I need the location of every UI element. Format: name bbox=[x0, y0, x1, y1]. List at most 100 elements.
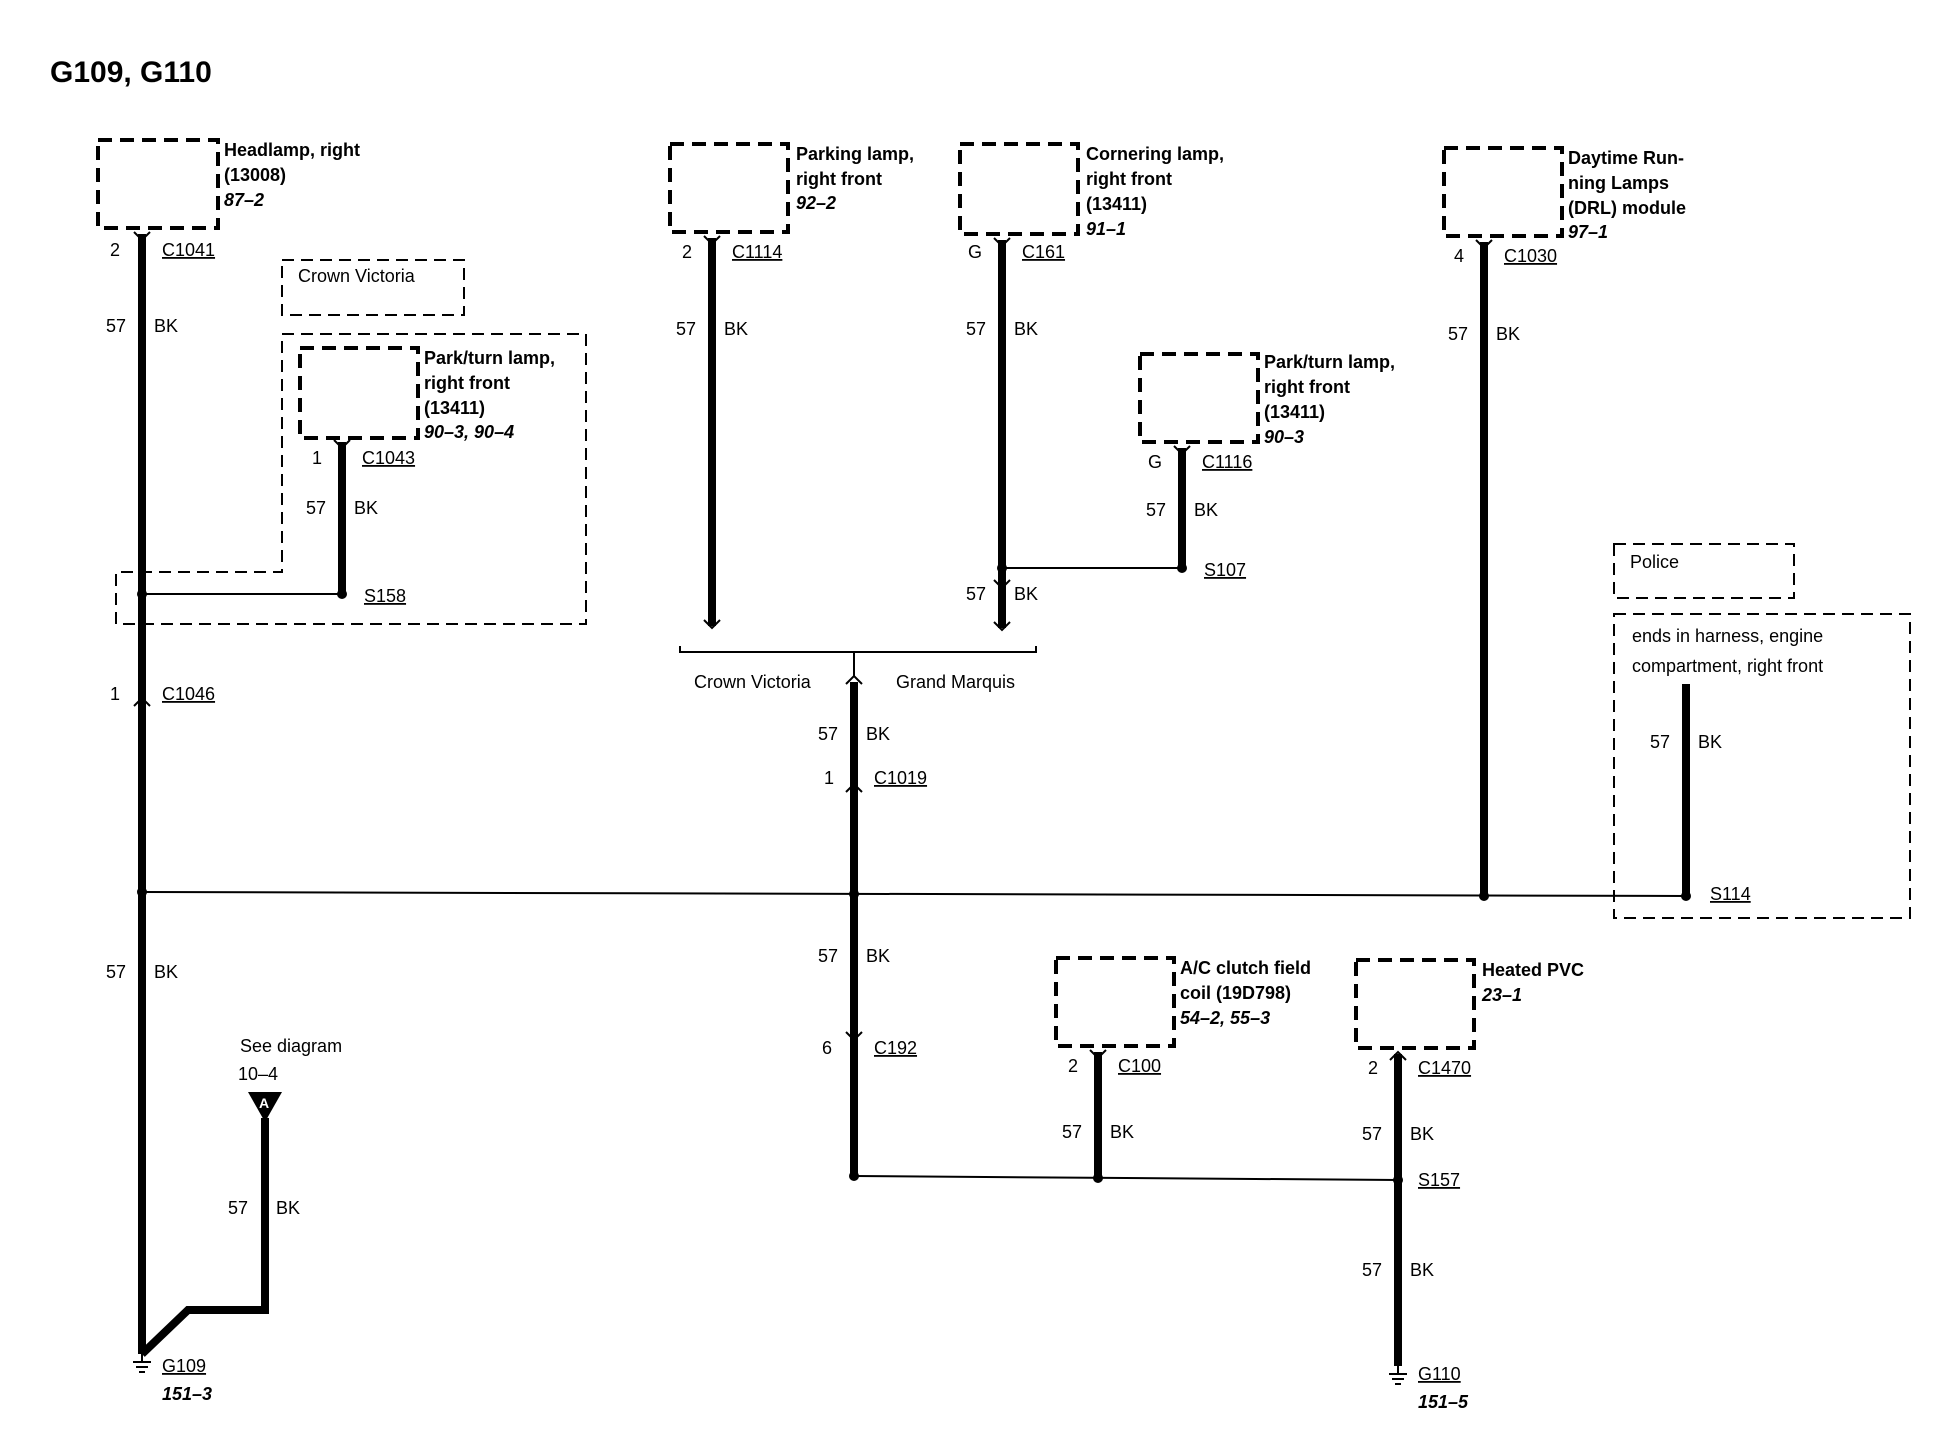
police-note-line2: compartment, right front bbox=[1632, 656, 1823, 676]
wire-color-label: BK bbox=[1698, 732, 1722, 752]
inline-connector-c192-marker bbox=[845, 1031, 863, 1042]
wire-color-label: BK bbox=[276, 1198, 300, 1218]
drl-module: Daytime Run- ning Lamps (DRL) module 97–… bbox=[1442, 146, 1686, 266]
wire-color-label: BK bbox=[1410, 1260, 1434, 1280]
pin-c161-marker bbox=[993, 237, 1011, 248]
connector-c1041: C1041 bbox=[162, 240, 215, 260]
park-turn-gm-box bbox=[1138, 352, 1260, 444]
ac-clutch-name: A/C clutch field bbox=[1180, 958, 1311, 978]
park-turn-cv-location: right front bbox=[424, 373, 510, 393]
wire-gauge-label: 57 bbox=[966, 584, 986, 604]
ac-clutch-ref: 54–2, 55–3 bbox=[1180, 1008, 1270, 1028]
splice-s107-dot bbox=[1177, 563, 1187, 573]
heated-pvc-ref: 23–1 bbox=[1481, 985, 1522, 1005]
splice-s158: S158 bbox=[364, 586, 406, 606]
connector-c161: C161 bbox=[1022, 242, 1065, 262]
inline-connector-c1019: C1019 bbox=[874, 768, 927, 788]
pin-c1041-marker bbox=[133, 231, 151, 242]
drl-name-3: (DRL) module bbox=[1568, 198, 1686, 218]
ground-g109-name: G109 bbox=[162, 1356, 206, 1376]
headlamp-ref: 87–2 bbox=[224, 190, 264, 210]
ac-clutch-part-number: coil (19D798) bbox=[1180, 983, 1291, 1003]
wire-gauge-label: 57 bbox=[1146, 500, 1166, 520]
ground-g110: G110 151–5 bbox=[1389, 1364, 1469, 1412]
pin-marker bbox=[845, 674, 863, 685]
headlamp-name: Headlamp, right bbox=[224, 140, 360, 160]
wire-gauge-label: 57 bbox=[818, 724, 838, 744]
splice-s157: S157 bbox=[1418, 1170, 1460, 1190]
connector-c1030: C1030 bbox=[1504, 246, 1557, 266]
wire-gauge-label: 57 bbox=[676, 319, 696, 339]
wire-color-label: BK bbox=[1410, 1124, 1434, 1144]
option-crown-victoria-left: Crown Victoria bbox=[298, 266, 416, 286]
c192-pin: 6 bbox=[822, 1038, 832, 1058]
splice-s157-dot bbox=[1393, 1175, 1403, 1185]
pin-marker bbox=[993, 621, 1011, 632]
headlamp-pin: 2 bbox=[110, 240, 120, 260]
wire-color-label: BK bbox=[1194, 500, 1218, 520]
wire-color-label: BK bbox=[354, 498, 378, 518]
wire-s157-branch bbox=[853, 1175, 1399, 1181]
pin-c1114-marker bbox=[703, 235, 721, 246]
inline-connector-c1046-marker bbox=[133, 696, 151, 707]
ground-g109: G109 151–3 bbox=[133, 1354, 212, 1404]
option-region-police bbox=[1613, 613, 1911, 919]
wire-diagram-a-to-g109 bbox=[139, 1118, 269, 1357]
drl-pin: 4 bbox=[1454, 246, 1464, 266]
park-turn-cv-pin: 1 bbox=[312, 448, 322, 468]
drl-name-2: ning Lamps bbox=[1568, 173, 1669, 193]
park-turn-cv-ref: 90–3, 90–4 bbox=[424, 422, 514, 442]
cornering-lamp-ref: 91–1 bbox=[1086, 219, 1126, 239]
wire-color-label: BK bbox=[1014, 584, 1038, 604]
drl-box bbox=[1442, 146, 1564, 238]
option-bracket bbox=[679, 646, 1037, 653]
pin-marker bbox=[993, 579, 1011, 590]
wire-gauge-label: 57 bbox=[1362, 1124, 1382, 1144]
pin-c1043-marker bbox=[333, 439, 351, 450]
wire-color-label: BK bbox=[1014, 319, 1038, 339]
wire-color-label: BK bbox=[866, 724, 890, 744]
junction-dot bbox=[997, 563, 1007, 573]
wire-gauge-label: 57 bbox=[228, 1198, 248, 1218]
splice-s114-dot bbox=[1681, 891, 1691, 901]
wire-color-label: BK bbox=[724, 319, 748, 339]
ac-clutch-pin: 2 bbox=[1068, 1056, 1078, 1076]
wire-gauge-label: 57 bbox=[818, 946, 838, 966]
park-turn-lamp-cv: Park/turn lamp, right front (13411) 90–3… bbox=[298, 346, 555, 468]
parking-lamp-location: right front bbox=[796, 169, 882, 189]
wire-color-label: BK bbox=[154, 962, 178, 982]
park-turn-gm-location: right front bbox=[1264, 377, 1350, 397]
ground-g109-ref: 151–3 bbox=[162, 1384, 212, 1404]
c1046-pin: 1 bbox=[110, 684, 120, 704]
cornering-lamp-box bbox=[958, 142, 1080, 236]
option-region-crown-victoria bbox=[115, 333, 587, 625]
wire-color-label: BK bbox=[1496, 324, 1520, 344]
offpage-reference-a-icon bbox=[248, 1092, 282, 1122]
option-label-box-crown-victoria bbox=[281, 259, 465, 316]
pin-c1470-marker bbox=[1389, 1050, 1407, 1061]
police-note-line1: ends in harness, engine bbox=[1632, 626, 1823, 646]
wire-gauge-label: 57 bbox=[1062, 1122, 1082, 1142]
cornering-lamp-part-number: (13411) bbox=[1086, 194, 1147, 214]
wire-gauge-label: 57 bbox=[1650, 732, 1670, 752]
wire-gauge-label: 57 bbox=[1362, 1260, 1382, 1280]
pin-marker bbox=[703, 619, 721, 630]
wire-gauge-label: 57 bbox=[1448, 324, 1468, 344]
parking-lamp-box bbox=[668, 142, 790, 234]
heated-pvc-box bbox=[1354, 958, 1476, 1050]
wire-ground-bus bbox=[141, 891, 1687, 897]
park-turn-cv-box bbox=[298, 346, 420, 440]
connector-c100: C100 bbox=[1118, 1056, 1161, 1076]
cornering-lamp-right-front: Cornering lamp, right front (13411) 91–1… bbox=[958, 142, 1224, 262]
headlamp-right: Headlamp, right (13008) 87–2 2 C1041 bbox=[96, 138, 360, 260]
park-turn-lamp-gm: Park/turn lamp, right front (13411) 90–3… bbox=[1138, 352, 1395, 472]
diagram-title: G109, G110 bbox=[50, 56, 212, 89]
ground-g110-ref: 151–5 bbox=[1418, 1392, 1469, 1412]
junction-dot bbox=[1479, 891, 1489, 901]
cornering-lamp-pin: G bbox=[968, 242, 982, 262]
splice-s107: S107 bbox=[1204, 560, 1246, 580]
wire-gauge-label: 57 bbox=[106, 316, 126, 336]
parking-lamp-ref: 92–2 bbox=[796, 193, 836, 213]
see-diagram-label: See diagram bbox=[240, 1036, 342, 1056]
